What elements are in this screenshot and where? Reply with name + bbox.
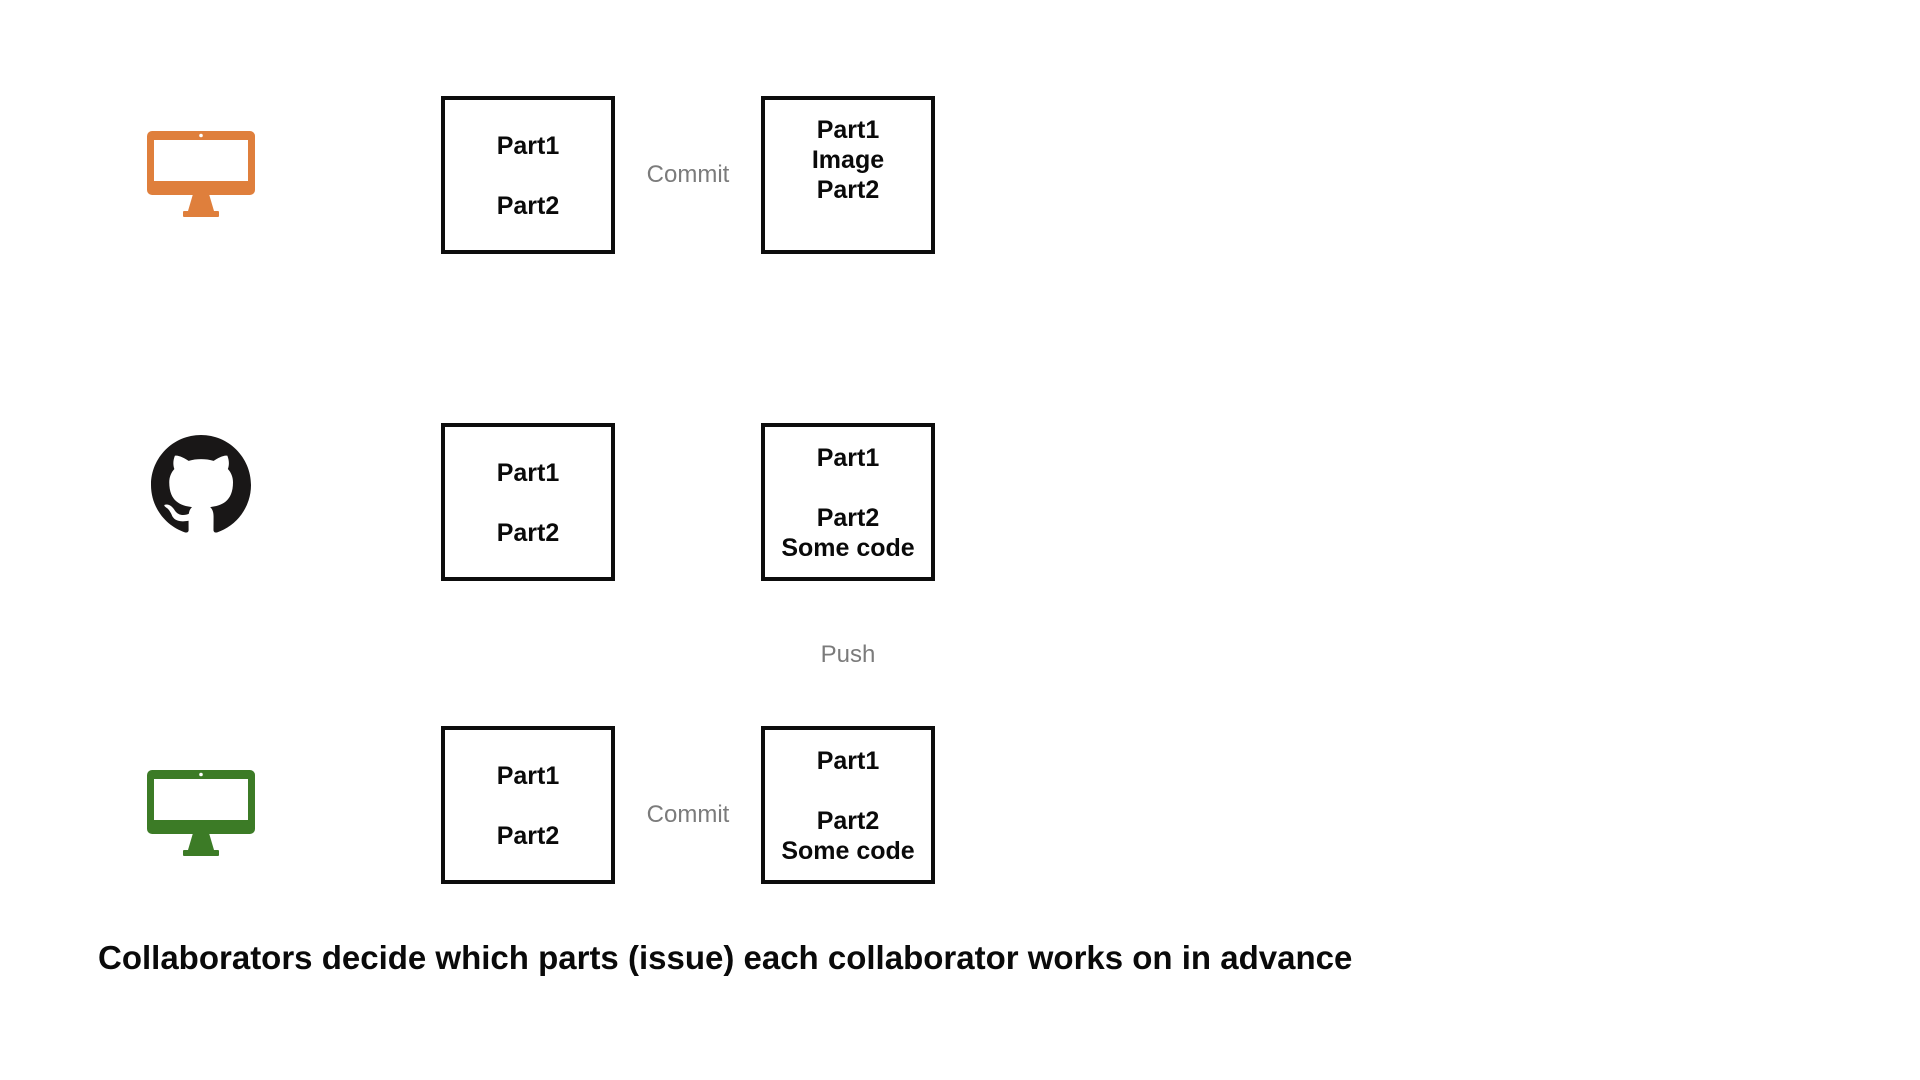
- box-line: Some code: [781, 837, 915, 865]
- box-line: Part1: [496, 459, 560, 487]
- collaborator2-committed-box: Part1 Part2 Some code: [761, 726, 935, 884]
- box-line-gap: [765, 776, 931, 806]
- box-line: Part2: [496, 519, 560, 547]
- github-main-box: Part1 Part2: [441, 423, 615, 581]
- diagram-caption: Collaborators decide which parts (issue)…: [98, 939, 1353, 976]
- push-label: Push: [820, 641, 876, 668]
- collaborator1-committed-box: Part1 Image Part2: [761, 96, 935, 254]
- box-line: Part2: [496, 822, 560, 850]
- box-line: Part1: [816, 116, 880, 144]
- github-icon: [151, 435, 251, 533]
- github-pushed-box: Part1 Part2 Some code: [761, 423, 935, 581]
- box-line: Part2: [816, 176, 880, 204]
- box-line: Part1: [816, 747, 880, 775]
- box-line-gap: [445, 791, 611, 821]
- box-line: Some code: [781, 534, 915, 562]
- collaborator1-local-box: Part1 Part2: [441, 96, 615, 254]
- collaborator2-local-box: Part1 Part2: [441, 726, 615, 884]
- box-line: Part2: [816, 504, 880, 532]
- box-line: Part2: [816, 807, 880, 835]
- box-line: Part1: [816, 444, 880, 472]
- box-line-gap: [765, 473, 931, 503]
- desktop-computer-icon: [147, 770, 255, 856]
- box-line: Part1: [496, 132, 560, 160]
- box-line: Part1: [496, 762, 560, 790]
- box-line: Part2: [496, 192, 560, 220]
- commit-label-row3: Commit: [646, 801, 730, 828]
- desktop-computer-icon: [147, 131, 255, 217]
- box-line: Image: [811, 146, 885, 174]
- box-line-gap: [445, 161, 611, 191]
- box-line-gap: [445, 488, 611, 518]
- commit-label-row1: Commit: [646, 161, 730, 188]
